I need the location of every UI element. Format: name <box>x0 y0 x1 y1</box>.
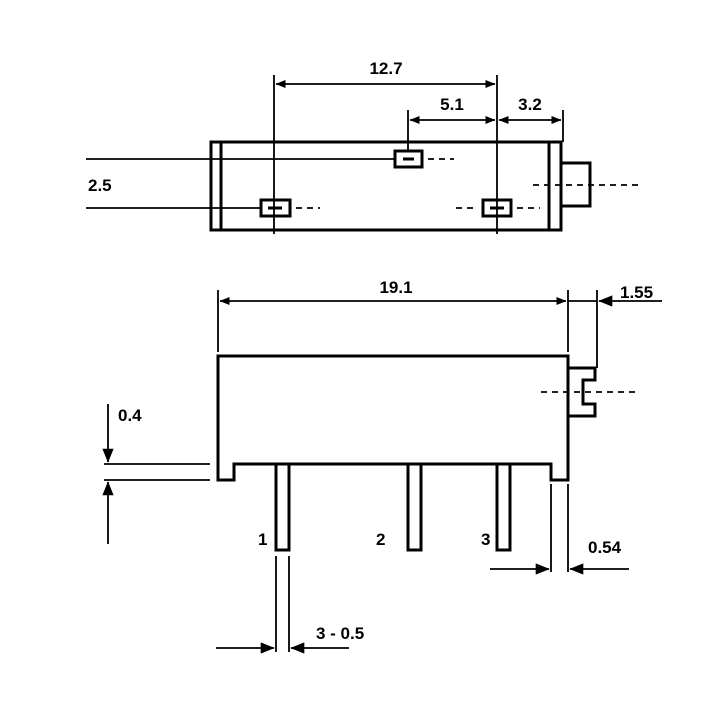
pin-label-1: 1 <box>258 530 267 549</box>
dim-label-5-1: 5.1 <box>440 95 464 114</box>
dim-label-0-4: 0.4 <box>118 406 142 425</box>
dim-label-1-55: 1.55 <box>620 283 653 302</box>
pin-label-3: 3 <box>481 530 490 549</box>
dim-label-0-54: 0.54 <box>588 538 622 557</box>
side-body-outline <box>216 354 570 482</box>
top-view: 12.7 5.1 3.2 2.5 <box>86 59 640 234</box>
side-pin-1 <box>274 462 291 552</box>
dim-label-2-5: 2.5 <box>88 176 112 195</box>
side-pin-2 <box>406 462 423 552</box>
side-view: 19.1 1.55 0.4 0.54 3 - 0.5 1 2 3 <box>102 278 662 654</box>
dim-label-pin-length: 3 - 0.5 <box>316 624 364 643</box>
side-adjust-screw <box>568 366 597 418</box>
pin-label-2: 2 <box>376 530 385 549</box>
dim-label-12-7: 12.7 <box>369 59 402 78</box>
side-pin-3 <box>495 462 512 552</box>
dim-label-19-1: 19.1 <box>379 278 412 297</box>
top-adjust-screw <box>559 161 592 208</box>
dim-label-3-2: 3.2 <box>518 95 542 114</box>
